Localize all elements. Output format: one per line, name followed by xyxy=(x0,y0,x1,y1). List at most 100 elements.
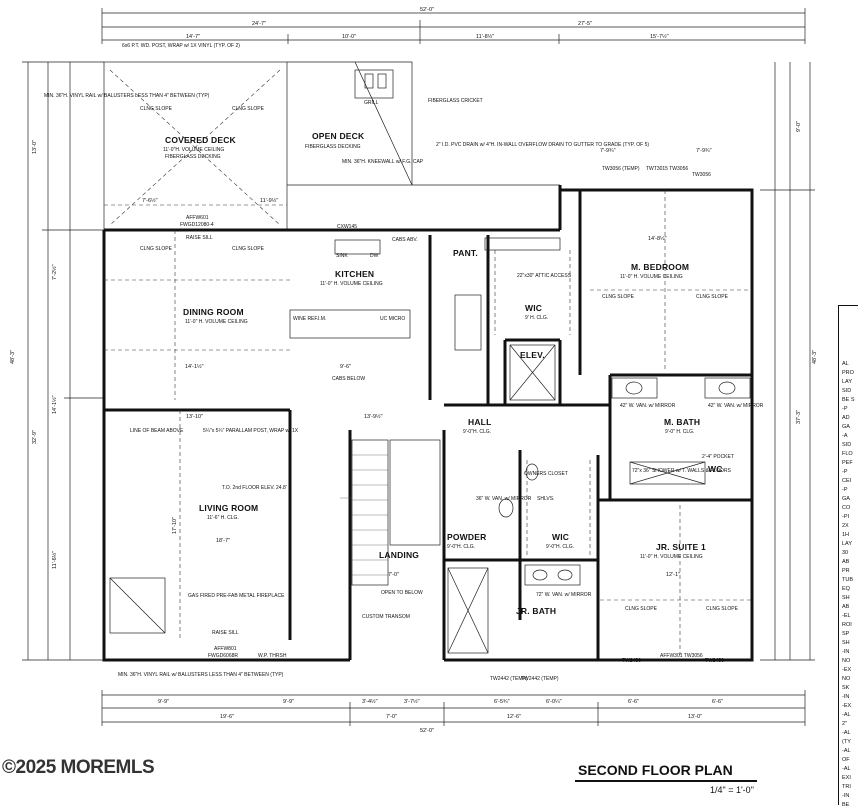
dining-room-note: 11'-0" H. VOLUME CEILING xyxy=(185,319,248,325)
wine-note: WINE REF. xyxy=(293,316,318,322)
title-block-fragment: PEF xyxy=(842,460,853,466)
title-block-fragment: -EX xyxy=(842,667,852,673)
cabs-abv-note: CABS ABV. xyxy=(392,237,418,243)
dim-bot-seg4: 13'-0" xyxy=(688,714,702,720)
title-block-fragment: AL xyxy=(842,361,849,367)
plan-scale: 1/4" = 1'-0" xyxy=(710,785,754,795)
closet-shelving xyxy=(494,250,591,555)
title-block-fragment: OF xyxy=(842,757,850,763)
dining-room-label: DINING ROOM xyxy=(183,307,244,317)
dim-bot-sub3: 3'-4½" xyxy=(362,698,378,705)
rail-top-note: MIN. 36"H. VINYL RAIL w/ BALUSTERS LESS … xyxy=(44,93,210,99)
grill-note: GRILL xyxy=(364,100,379,106)
title-underline xyxy=(575,780,757,782)
kitchen-label: KITCHEN xyxy=(335,269,374,279)
im-note: I.M. xyxy=(318,316,326,322)
title-block-fragment: LAY xyxy=(842,541,852,547)
jr-bath-label: JR. BATH xyxy=(516,606,556,616)
window-tw-f: TW3056 (TEMP) xyxy=(602,166,640,172)
title-block-fragment: TUB xyxy=(842,577,853,583)
living-room-note: 11'-6" H. CLG. xyxy=(207,515,239,521)
vanity-3-note: 36" W. VAN. w/ MIRROR xyxy=(476,496,532,502)
wic-label-2: WIC xyxy=(552,532,569,542)
transom-note: CUSTOM TRANSOM xyxy=(362,614,410,620)
window-tw-g: TWT3015 TW3056 xyxy=(646,166,688,172)
header-note: AFFW601 xyxy=(186,215,209,221)
title-block-fragment: -EX xyxy=(842,703,852,709)
rail-bottom-note: MIN. 36"H. VINYL RAIL w/ BALUSTERS LESS … xyxy=(118,672,284,678)
dw-note: DW xyxy=(370,253,379,259)
clng-slope-5: CLNG SLOPE xyxy=(602,294,635,300)
dim-right-a: 9'-0" xyxy=(796,121,802,132)
left-dimension-lines xyxy=(22,61,104,661)
post-note: 6x6 P.T. WD. POST, WRAP w/ 1X VINYL (TYP… xyxy=(122,43,240,49)
title-block-fragment: NO xyxy=(842,658,851,664)
dim-left-overall: 48'-3" xyxy=(10,350,16,364)
dim-bot-sub5: 6'-5¾" xyxy=(494,699,510,705)
dim-overall-bottom: 52'-0" xyxy=(420,728,434,734)
covered-deck-label: COVERED DECK xyxy=(165,135,237,145)
title-block-fragment: 1H xyxy=(842,532,850,538)
title-block-fragment: -A xyxy=(842,433,848,439)
dim-landing-width: 7'-0" xyxy=(388,572,399,578)
shower-note: 72"x 36" SHOWER w/ T. WALLS & FLOORS xyxy=(632,468,732,474)
title-block-fragment: GA xyxy=(842,496,850,502)
title-block-fragment: SP xyxy=(842,631,850,637)
title-block-fragment: CO xyxy=(842,505,851,511)
open-deck-label: OPEN DECK xyxy=(312,131,365,141)
dim-kitchen-width: 9'-6" xyxy=(340,364,351,370)
window-tw-h: TW3056 xyxy=(692,172,711,178)
dim-top-seg2: 10'-0" xyxy=(342,34,356,40)
title-block-fragment: -IN xyxy=(842,793,850,799)
bottom-dimension-lines xyxy=(101,690,806,726)
landing-label: LANDING xyxy=(379,550,419,560)
title-block-fragment: SH xyxy=(842,595,850,601)
dim-top-seg1: 14'-7" xyxy=(186,34,200,40)
affw-note-2: FWGD6068R xyxy=(208,653,238,659)
pant-label: PANT. xyxy=(453,248,478,258)
dim-living-width: 18'-7" xyxy=(216,538,230,544)
pocket-note: 2'-4" POCKET xyxy=(702,454,734,460)
fixtures xyxy=(109,69,751,654)
title-block-fragment: -AL xyxy=(842,712,851,718)
dim-jr-width: 12'-1" xyxy=(666,572,680,578)
m-bedroom-note: 11'-0" H. VOLUME CEILING xyxy=(620,274,683,280)
stairs xyxy=(340,439,441,586)
title-block-fragment: -AL xyxy=(842,730,851,736)
dim-top-right: 27'-5" xyxy=(578,21,592,27)
dim-bot-sub4: 3'-7½" xyxy=(404,698,420,705)
title-block-fragment: 2" xyxy=(842,721,848,727)
right-dimension-lines xyxy=(760,62,815,661)
cabs-below-note: CABS BELOW xyxy=(332,376,365,382)
dim-bot-sub6: 6'-0¼" xyxy=(546,699,562,705)
title-block-fragment: SK xyxy=(842,685,850,691)
dim-deck-b: 11'-9½" xyxy=(260,197,278,204)
title-block-fragment: 2X xyxy=(842,523,849,529)
title-block-fragment: SID xyxy=(842,388,852,394)
m-bedroom-label: M. BEDROOM xyxy=(631,262,689,272)
window-tw-a: TW2442 (TEMP) xyxy=(490,676,528,682)
vanity-1-note: 42" W. VAN. w/ MIRROR xyxy=(620,403,676,409)
title-block-fragment: -EL xyxy=(842,613,851,619)
thrsh-note: W.P. THRSH xyxy=(258,653,287,659)
kneewall-note: MIN. 36"H. KNEEWALL w/ F.G. CAP xyxy=(342,159,424,165)
dimension-labels: 52'-0" 24'-7" 27'-5" 14'-7" 10'-0" 11'-8… xyxy=(10,7,818,734)
title-block-fragment: NO xyxy=(842,676,851,682)
title-block-fragment: AB xyxy=(842,604,850,610)
title-block-fragment: -AL xyxy=(842,766,851,772)
title-block-fragment: LAY xyxy=(842,379,852,385)
powder-label: POWDER xyxy=(447,532,486,542)
window-tw-d: AFFW301 TW3056 xyxy=(660,653,703,659)
header-note-2: FWGD12080-4 xyxy=(180,222,214,228)
dim-top-seg4: 15'-7½" xyxy=(650,33,669,40)
dim-dining-width: 14'-1½" xyxy=(185,363,204,370)
dim-bed-b: 7'-9¾" xyxy=(696,148,712,154)
vanity-4-note: 72" W. VAN. w/ MIRROR xyxy=(536,592,592,598)
dim-left-c: 7'-2½" xyxy=(51,264,58,280)
ceiling-lines xyxy=(104,190,752,655)
open-below-note: OPEN TO BELOW xyxy=(381,590,423,596)
title-block-fragment: -P xyxy=(842,487,848,493)
exterior-walls xyxy=(102,185,754,662)
wic-note-2: 9'-0"H. CLG. xyxy=(546,544,574,550)
